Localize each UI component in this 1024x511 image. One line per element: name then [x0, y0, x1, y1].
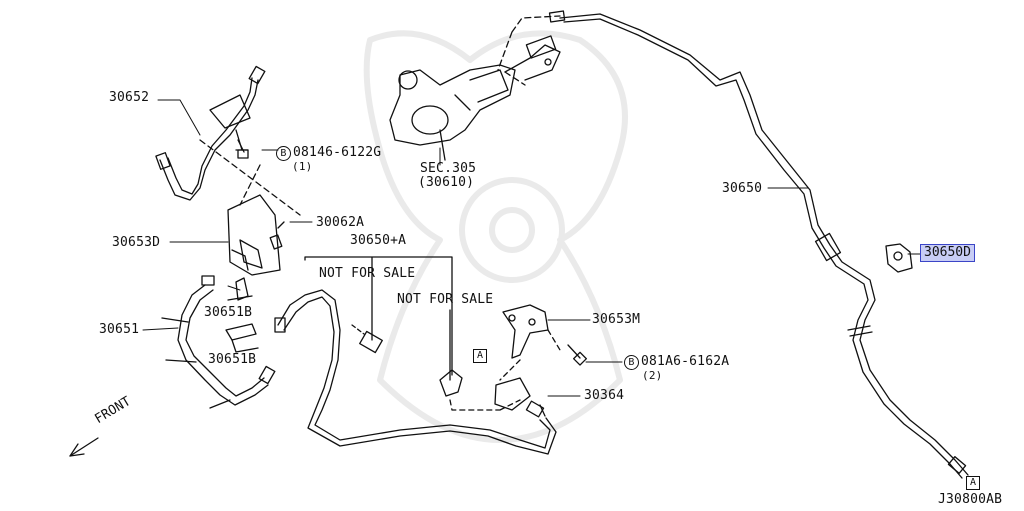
- nfs-leader: [304, 256, 453, 376]
- label-30651B-lower: 30651B: [208, 352, 257, 367]
- master-cylinder-assembly: [389, 35, 561, 161]
- bolt-marker-b: B: [276, 146, 291, 161]
- clip-30650D: [885, 243, 913, 273]
- label-30652: 30652: [109, 90, 150, 105]
- figure-code: J30800AB: [938, 492, 1003, 507]
- front-arrow-icon: [69, 437, 99, 457]
- dashed-leader: [499, 329, 561, 381]
- clutch-pipe-30650: [548, 10, 969, 479]
- marker-a-right: A: [966, 476, 980, 490]
- label-30653D: 30653D: [112, 235, 161, 250]
- label-30650D-highlight[interactable]: 30650D: [920, 244, 975, 262]
- dashed-leader: [449, 399, 521, 411]
- bolt-08146: [237, 139, 249, 159]
- clip-30062A: [269, 221, 285, 250]
- label-30062A: 30062A: [316, 215, 365, 230]
- bracket-30653M: [502, 304, 549, 359]
- label-30650: 30650: [722, 181, 763, 196]
- label-30364: 30364: [584, 388, 625, 403]
- hose-30652: [155, 65, 266, 201]
- bolt-marker-b: B: [624, 355, 639, 370]
- dashed-leader: [497, 15, 561, 86]
- label-bolt-08146-qty: (1): [292, 160, 313, 173]
- label-not-for-sale-2: NOT FOR SALE: [397, 292, 494, 307]
- switch-30364: [494, 377, 545, 418]
- label-30651B-upper: 30651B: [204, 305, 253, 320]
- label-sec305-sub: (30610): [418, 175, 475, 190]
- connector-nfs: [351, 324, 383, 354]
- dashed-leader: [199, 139, 301, 216]
- hose-30650A: [274, 289, 557, 455]
- label-bolt-081A6-qty: (2): [642, 369, 663, 382]
- bracket-30651B-lower: [225, 323, 259, 353]
- watermark-logo: [363, 30, 628, 443]
- label-30651: 30651: [99, 322, 140, 337]
- label-30650A: 30650+A: [350, 233, 407, 248]
- label-30653M: 30653M: [592, 312, 641, 327]
- bracket-30653D: [227, 194, 281, 276]
- leader-lines: [142, 99, 923, 397]
- clip-marker-a: [439, 369, 463, 397]
- hose-30651: [161, 275, 276, 409]
- marker-a-left: A: [473, 349, 487, 363]
- label-not-for-sale-1: NOT FOR SALE: [319, 266, 416, 281]
- label-sec305: SEC.305: [420, 161, 477, 176]
- bolt-081A6: [567, 344, 588, 366]
- bracket-30651B-upper: [227, 277, 253, 301]
